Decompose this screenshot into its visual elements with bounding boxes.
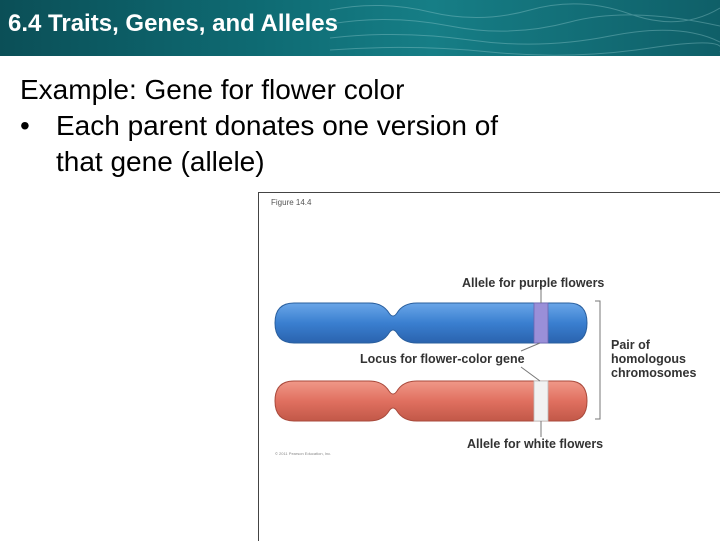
figure-caption: Figure 14.4 (271, 198, 312, 207)
copyright-text: © 2011 Pearson Education, Inc. (275, 451, 332, 456)
title-bar: 6.4 Traits, Genes, and Alleles (0, 0, 720, 56)
label-pair-line2: homologous (611, 352, 686, 366)
leader-locus-bottom (520, 366, 541, 382)
label-pair-line3: chromosomes (611, 366, 697, 380)
example-text: Gene for flower color (144, 74, 405, 105)
example-label: Example: (20, 74, 137, 105)
white-allele-band (533, 380, 549, 422)
slide-title: 6.4 Traits, Genes, and Alleles (8, 10, 338, 37)
leader-locus-top (520, 342, 541, 352)
blue-chromosome (274, 302, 588, 344)
dna-sequence-background (330, 3, 720, 56)
pair-bracket (595, 300, 601, 420)
label-pair-line1: Pair of (611, 338, 650, 352)
bullet-icon: • (20, 110, 30, 141)
bullet-text-line2: that gene (allele) (56, 146, 265, 177)
purple-allele-band (533, 302, 549, 344)
bullet-text-line1: Each parent donates one version of (56, 110, 499, 141)
chromosome-figure: Figure 14.4 Allele for purple flowers Lo… (258, 192, 720, 541)
label-purple-allele: Allele for purple flowers (462, 276, 605, 290)
label-locus: Locus for flower-color gene (360, 352, 525, 366)
red-chromosome (274, 380, 588, 422)
example-line: Example: Gene for flower color (20, 72, 710, 108)
slide-body: Example: Gene for flower color • Each pa… (20, 72, 710, 180)
chromosome-diagram (274, 289, 601, 437)
label-white-allele: Allele for white flowers (467, 437, 604, 451)
bullet-item: • Each parent donates one version of (20, 108, 710, 144)
